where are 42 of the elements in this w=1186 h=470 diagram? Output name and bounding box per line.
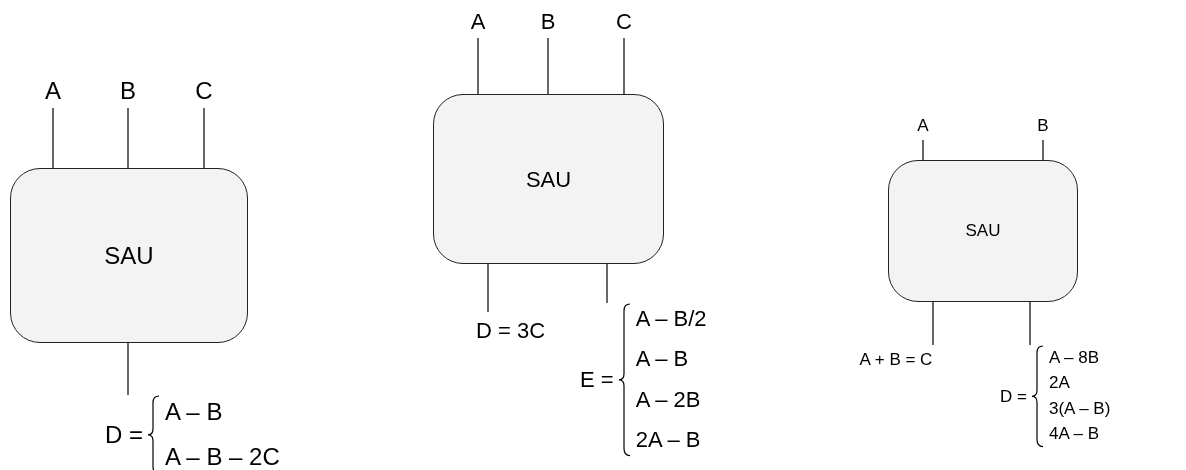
box-label: SAU bbox=[965, 220, 1001, 243]
connector-line bbox=[203, 107, 205, 169]
output-label: E = bbox=[580, 366, 614, 395]
connector-line bbox=[487, 263, 489, 313]
signal-label: B bbox=[120, 76, 136, 106]
formula-option: 2A – B bbox=[635, 427, 707, 454]
formula-option: 3(A – B) bbox=[1048, 398, 1111, 420]
signal-label: B bbox=[540, 7, 556, 36]
formula-option: A – B – 2C bbox=[165, 442, 280, 470]
connector-line bbox=[547, 37, 549, 95]
connector-line bbox=[623, 37, 625, 95]
signal-label: A bbox=[45, 76, 61, 106]
output-label: D = bbox=[1000, 385, 1027, 408]
connector-line bbox=[127, 107, 129, 169]
signal-label: A bbox=[470, 7, 486, 36]
formula-option: 2A bbox=[1048, 373, 1111, 394]
connector-line bbox=[922, 139, 924, 161]
formula-option: A – 2B bbox=[635, 386, 707, 414]
formula-option: A – B/2 bbox=[635, 306, 707, 333]
formula-option: A – 8B bbox=[1048, 348, 1111, 369]
output-label: D = bbox=[105, 419, 143, 450]
signal-label: C bbox=[195, 76, 213, 106]
process-box bbox=[888, 160, 1078, 302]
process-box bbox=[433, 94, 664, 264]
connector-line bbox=[477, 37, 479, 95]
formula-option: A – B bbox=[165, 398, 280, 427]
signal-label: A + B = C bbox=[859, 349, 933, 372]
signal-label: D = 3C bbox=[475, 316, 546, 345]
connector-line bbox=[932, 301, 934, 346]
signal-label: A bbox=[917, 115, 929, 138]
connector-line bbox=[1042, 139, 1044, 161]
process-box bbox=[10, 168, 248, 343]
signal-label: C bbox=[616, 7, 632, 36]
formula-option: A – B bbox=[635, 346, 707, 373]
signal-label: B bbox=[1037, 115, 1049, 138]
connector-line bbox=[1029, 301, 1031, 346]
box-label: SAU bbox=[525, 165, 572, 194]
connector-line bbox=[127, 342, 129, 396]
connector-line bbox=[52, 107, 54, 169]
connector-line bbox=[606, 263, 608, 304]
formula-option: 4A – B bbox=[1048, 424, 1111, 445]
box-label: SAU bbox=[104, 240, 154, 271]
